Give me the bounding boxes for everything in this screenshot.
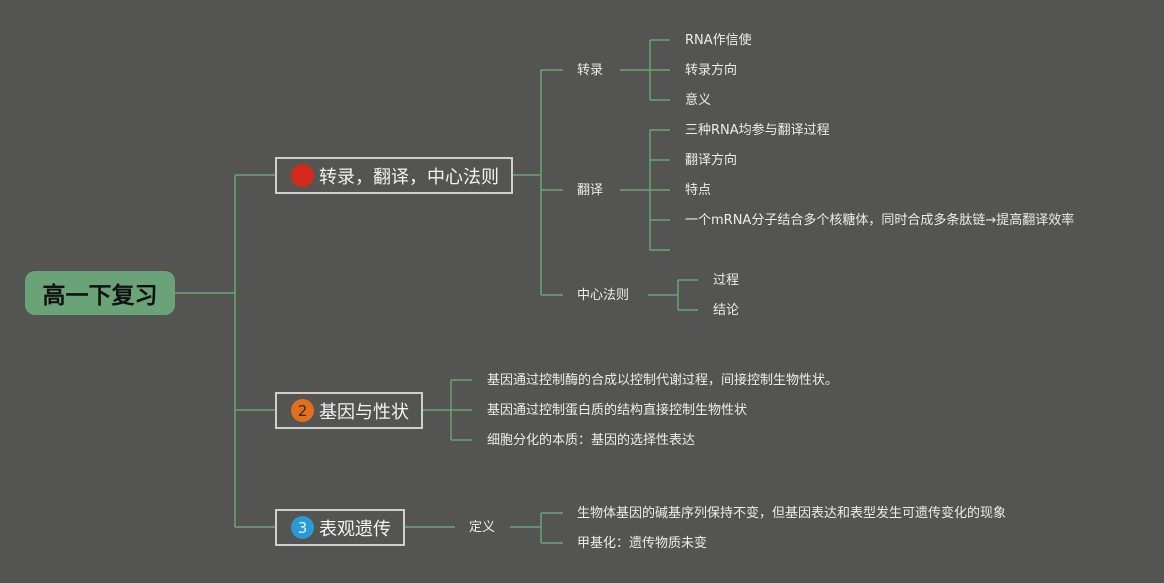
branch-label: 转录，翻译，中心法则 bbox=[319, 166, 499, 188]
leaf-topic[interactable]: 三种RNA均参与翻译过程 bbox=[685, 123, 830, 138]
subtopic-definition[interactable]: 定义 bbox=[469, 520, 496, 535]
badge-2-icon: 2 bbox=[291, 399, 314, 422]
leaf-topic[interactable]: 甲基化：遗传物质未变 bbox=[577, 536, 708, 551]
root-topic-label: 高一下复习 bbox=[42, 283, 158, 309]
leaf-topic[interactable]: 一个mRNA分子结合多个核糖体，同时合成多条肽链→提高翻译效率 bbox=[685, 213, 1075, 228]
branch-epigenetics[interactable]: 3 表观遗传 bbox=[275, 509, 405, 546]
branch-label: 表观遗传 bbox=[319, 518, 391, 540]
subtopic-transcription[interactable]: 转录 bbox=[577, 63, 604, 78]
badge-1-icon: 1 bbox=[291, 164, 314, 187]
leaf-topic[interactable]: 转录方向 bbox=[685, 63, 738, 78]
branch-transcription-translation[interactable]: 1 转录，翻译，中心法则 bbox=[275, 157, 513, 194]
leaf-topic[interactable]: 翻译方向 bbox=[685, 153, 738, 168]
leaf-topic[interactable]: RNA作信使 bbox=[685, 33, 752, 48]
leaf-topic[interactable]: 过程 bbox=[713, 273, 740, 288]
leaf-topic[interactable]: 细胞分化的本质：基因的选择性表达 bbox=[487, 433, 696, 448]
root-topic[interactable]: 高一下复习 bbox=[25, 271, 175, 315]
branch-label: 基因与性状 bbox=[319, 401, 409, 423]
branch-gene-traits[interactable]: 2 基因与性状 bbox=[275, 392, 423, 429]
leaf-topic[interactable]: 基因通过控制酶的合成以控制代谢过程，间接控制生物性状。 bbox=[487, 373, 839, 388]
leaf-topic[interactable]: 结论 bbox=[713, 303, 740, 318]
subtopic-central-dogma[interactable]: 中心法则 bbox=[577, 288, 630, 303]
leaf-topic[interactable]: 意义 bbox=[685, 93, 712, 108]
leaf-topic[interactable]: 生物体基因的碱基序列保持不变，但基因表达和表型发生可遗传变化的现象 bbox=[577, 506, 1007, 521]
subtopic-translation[interactable]: 翻译 bbox=[577, 183, 604, 198]
leaf-topic[interactable]: 基因通过控制蛋白质的结构直接控制生物性状 bbox=[487, 403, 748, 418]
leaf-topic[interactable]: 特点 bbox=[685, 183, 712, 198]
badge-3-icon: 3 bbox=[291, 516, 314, 539]
